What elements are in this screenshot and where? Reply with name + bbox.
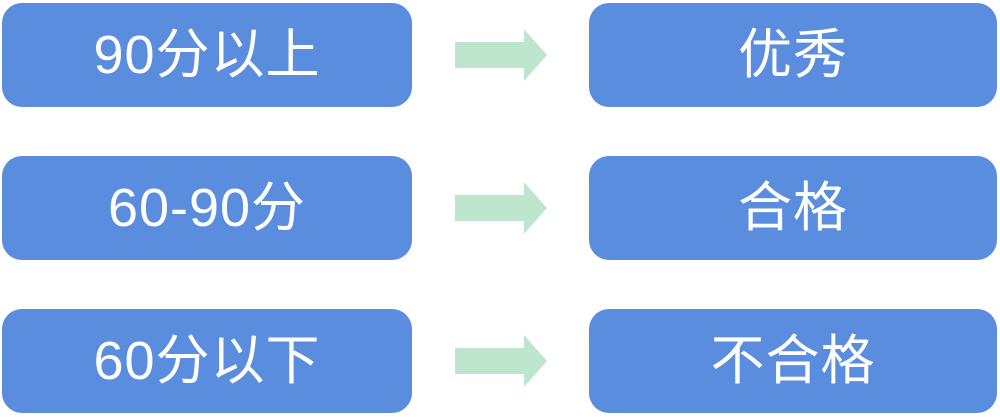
grade-box-2: 合格 [589,156,997,260]
right-arrow-icon [454,182,547,234]
flow-row-1: 90分以上 优秀 [2,3,1000,107]
arrow-cell-1 [412,29,589,81]
score-range-label: 60分以下 [93,331,321,391]
grade-box-3: 不合格 [589,309,997,413]
grade-label: 优秀 [738,25,848,85]
grade-label: 合格 [738,178,848,238]
right-arrow-icon [454,29,547,81]
score-range-box-2: 60-90分 [2,156,412,260]
flow-row-3: 60分以下 不合格 [2,309,1000,413]
score-range-box-1: 90分以上 [2,3,412,107]
arrow-cell-3 [412,335,589,387]
flow-row-2: 60-90分 合格 [2,156,1000,260]
right-arrow-icon [454,335,547,387]
score-range-box-3: 60分以下 [2,309,412,413]
grade-box-1: 优秀 [589,3,997,107]
arrow-cell-2 [412,182,589,234]
grade-label: 不合格 [710,331,876,391]
score-range-label: 90分以上 [93,25,321,85]
score-range-label: 60-90分 [107,178,307,238]
